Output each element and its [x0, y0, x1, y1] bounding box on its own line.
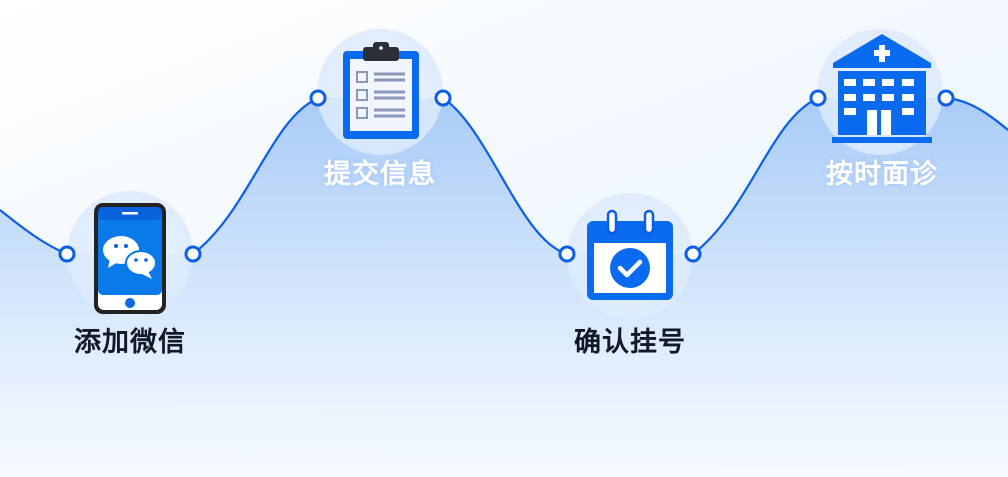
step-2-label: 提交信息 [324, 159, 436, 190]
step-4-label: 按时面诊 [826, 159, 938, 190]
wechat-phone-icon [94, 203, 166, 314]
wave-line [0, 96, 1008, 256]
step-1-label: 添加微信 [74, 327, 186, 358]
wave-area-fill [0, 98, 1008, 477]
clipboard-checklist-icon [343, 42, 419, 139]
hospital-icon [832, 34, 932, 143]
node-dots [58, 89, 955, 263]
step-3-label: 确认挂号 [574, 327, 686, 358]
calendar-check-icon [587, 209, 673, 300]
